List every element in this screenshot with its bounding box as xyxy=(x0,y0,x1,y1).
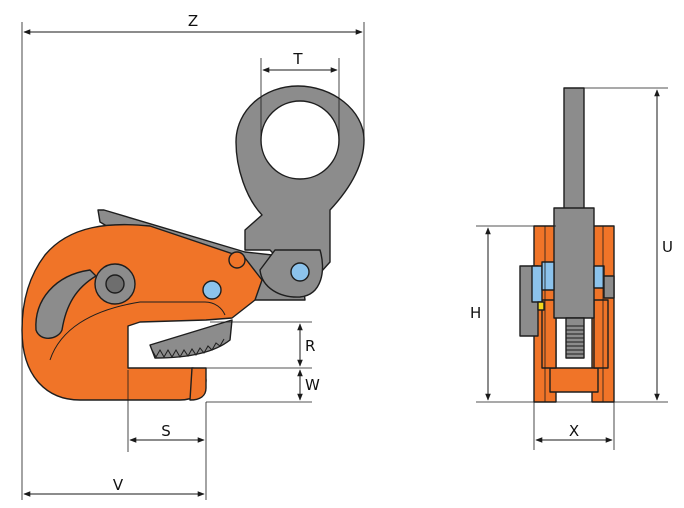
eye-hole xyxy=(260,100,340,180)
front-dimensions: H U X xyxy=(470,87,673,450)
front-right-hub xyxy=(603,275,615,299)
front-view xyxy=(519,87,615,403)
side-view xyxy=(21,85,365,401)
front-center-block xyxy=(553,207,595,319)
front-washer-right xyxy=(593,265,605,289)
front-inner-right xyxy=(593,299,609,369)
dim-x-label: X xyxy=(569,422,579,440)
front-crossbar xyxy=(549,367,599,393)
dim-v-label: V xyxy=(113,476,124,494)
dim-t-label: T xyxy=(292,50,303,68)
dim-u-label: U xyxy=(662,238,673,256)
lower-jaw xyxy=(189,367,207,401)
upper-pivot-inner xyxy=(105,274,125,294)
dim-w-label: W xyxy=(305,376,320,394)
side-dimensions: Z T R W S V xyxy=(21,12,365,500)
front-washer-left2 xyxy=(541,261,555,291)
front-teeth xyxy=(566,325,584,355)
cam-slot xyxy=(35,269,97,339)
eye-pin xyxy=(290,262,310,282)
front-washer-left xyxy=(531,265,543,303)
dim-z-label: Z xyxy=(188,12,198,30)
cam-jaw xyxy=(149,319,233,359)
cam-teeth xyxy=(151,338,225,359)
lever-bump xyxy=(228,251,246,269)
dim-r-label: R xyxy=(305,337,315,355)
front-inner-left xyxy=(541,299,557,369)
dim-h-label: H xyxy=(470,304,481,322)
front-yellow-accent xyxy=(537,301,545,311)
dim-s-label: S xyxy=(161,422,171,440)
body-pin xyxy=(202,280,222,300)
body-highlight xyxy=(49,301,226,361)
